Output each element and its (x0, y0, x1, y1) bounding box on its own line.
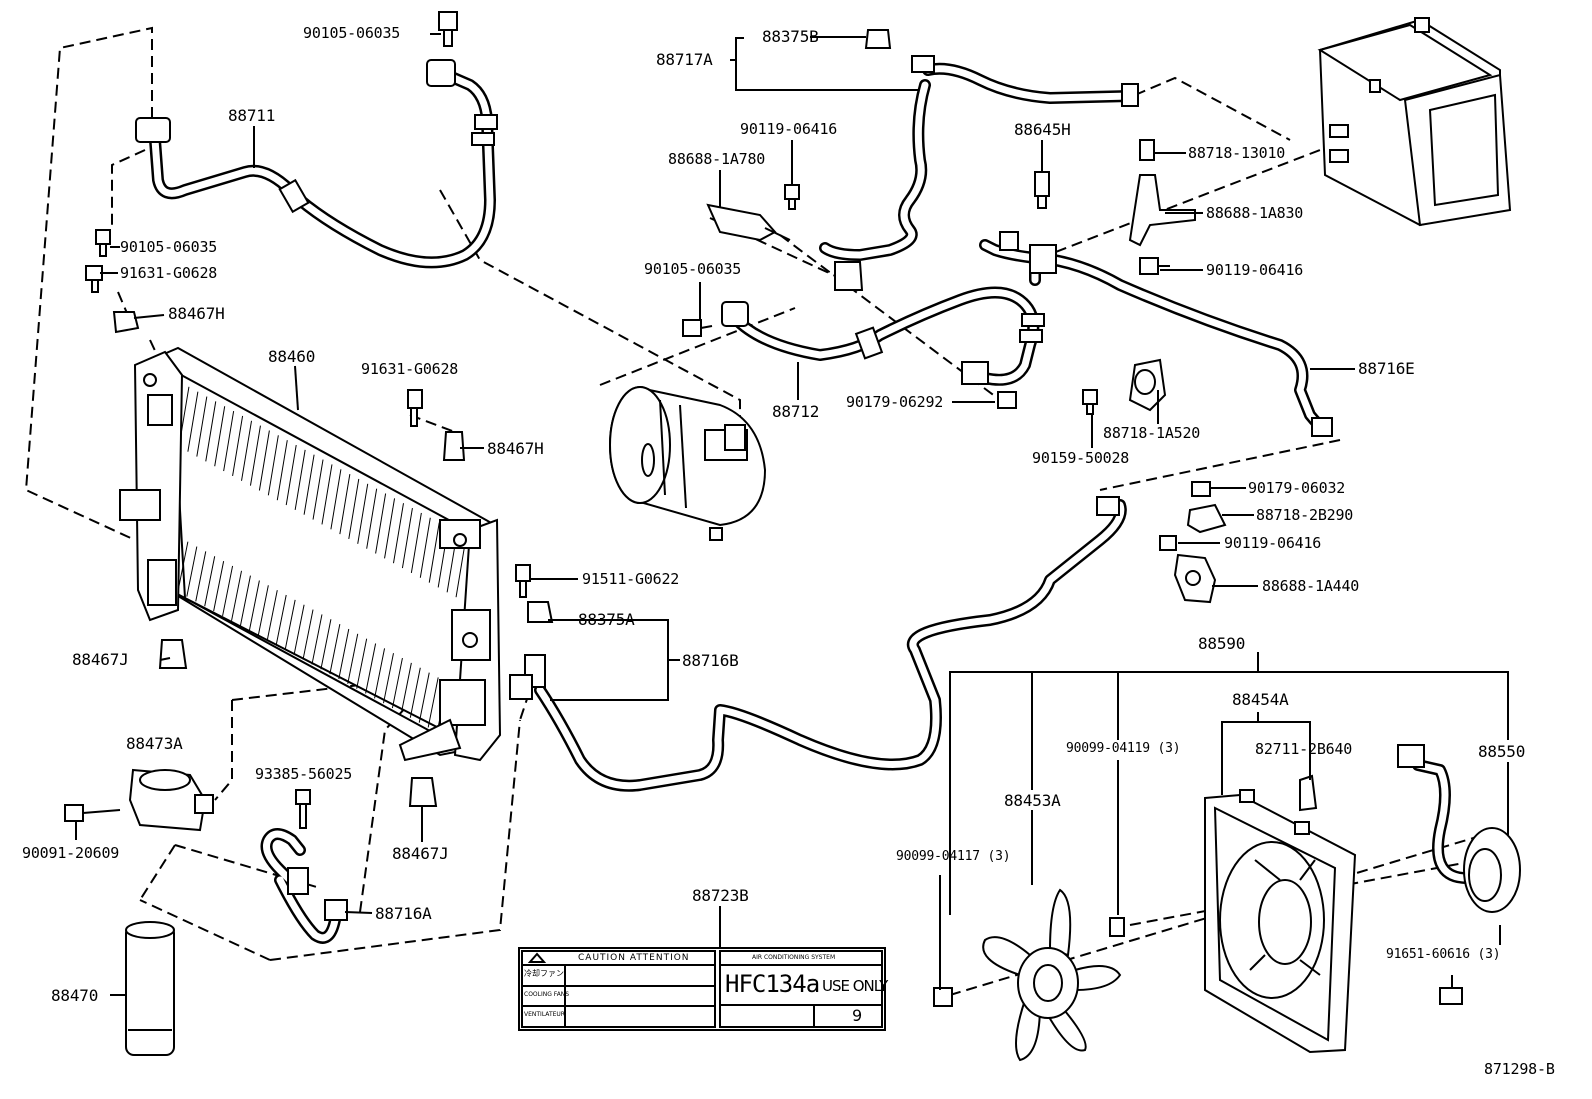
bracket-lines-88590 (949, 652, 1509, 915)
label-90091-20609: 90091-20609 (22, 844, 120, 862)
label-88467j-left: 88467J (72, 650, 129, 669)
receiver-dryer-88470 (125, 921, 175, 1056)
label-90099-04119: 90099-04119 (3) (1066, 741, 1181, 756)
label-88473a: 88473A (126, 734, 183, 753)
system-title: AIR CONDITIONING SYSTEM (752, 954, 836, 961)
pipe-88716e (979, 171, 1333, 437)
label-88718-1a520: 88718-1A520 (1103, 424, 1201, 442)
hose-88711 (135, 59, 498, 269)
clamps-center-right (1082, 358, 1227, 604)
hose-88712 (682, 286, 1045, 409)
caution-heading: CAUTION ATTENTION (578, 953, 690, 963)
pipe-88716a (260, 828, 348, 944)
caution-label-88723b (518, 947, 886, 1031)
label-90179-06292: 90179-06292 (846, 393, 944, 411)
condenser-88460 (119, 346, 502, 762)
leader-lines (75, 33, 1509, 996)
label-91511-g0622: 91511-G0622 (582, 570, 680, 588)
label-88550: 88550 (1478, 742, 1526, 761)
label-88712: 88712 (772, 402, 820, 421)
label-88460: 88460 (268, 347, 316, 366)
pipe-88717a (819, 29, 1139, 291)
label-88470: 88470 (51, 986, 99, 1005)
label-90179-06032: 90179-06032 (1248, 479, 1346, 497)
label-90159-50028: 90159-50028 (1032, 449, 1130, 467)
label-88718-13010: 88718-13010 (1188, 144, 1286, 162)
label-88717a: 88717A (656, 50, 713, 69)
fan-shroud-88454a (1204, 774, 1357, 1054)
use-only-text: USE ONLY (822, 977, 888, 995)
pipe-88716b (509, 496, 1127, 792)
caution-row-3: VENTILATEUR (524, 1011, 565, 1018)
label-88688-1a780: 88688-1A780 (668, 150, 766, 168)
label-88716b: 88716B (682, 651, 739, 670)
label-90105-06035-top: 90105-06035 (303, 24, 401, 42)
label-82711-2b640: 82711-2B640 (1255, 740, 1353, 758)
label-88688-1a830: 88688-1A830 (1206, 204, 1304, 222)
label-88688-1a440: 88688-1A440 (1262, 577, 1360, 595)
label-88645h: 88645H (1014, 120, 1071, 139)
label-90119-06416-b: 90119-06416 (1206, 261, 1304, 279)
label-88718-2b290: 88718-2B290 (1256, 506, 1354, 524)
label-91651-60616: 91651-60616 (3) (1386, 947, 1501, 962)
caution-row-1: 冷却ファン (524, 969, 564, 978)
bracket-88473a (64, 768, 214, 832)
label-88590: 88590 (1198, 634, 1246, 653)
label-91631-g0628-left: 91631-G0628 (120, 264, 218, 282)
fan-motor-88550 (1397, 744, 1521, 1005)
label-90105-06035-mid: 90105-06035 (644, 260, 742, 278)
label-88716a: 88716A (375, 904, 432, 923)
label-90099-04117: 90099-04117 (3) (896, 849, 1011, 864)
label-88723b: 88723B (692, 886, 749, 905)
caution-row-2: COOLING FANS (524, 991, 570, 998)
refrigerant-type: HFC134a (725, 970, 820, 998)
label-93385-56025: 93385-56025 (255, 765, 353, 783)
label-91631-g0628-mid: 91631-G0628 (361, 360, 459, 378)
label-90119-06416-c: 90119-06416 (1224, 534, 1322, 552)
label-90119-06416-a: 90119-06416 (740, 120, 838, 138)
label-number: 9 (852, 1006, 863, 1025)
diagram-code: 871298-B (1484, 1060, 1555, 1078)
label-88467h-left: 88467H (168, 304, 225, 323)
bracket-88688-1a780 (706, 184, 800, 242)
label-88467j-mid: 88467J (392, 844, 449, 863)
label-88716e: 88716E (1358, 359, 1415, 378)
label-90105-06035-left: 90105-06035 (120, 238, 218, 256)
label-88711: 88711 (228, 106, 276, 125)
label-88453a: 88453A (1004, 791, 1061, 810)
label-88375b: 88375B (762, 27, 819, 46)
ac-compressor (609, 386, 767, 541)
label-88467h-mid: 88467H (487, 439, 544, 458)
label-88375a: 88375A (578, 610, 635, 629)
label-88454a: 88454A (1232, 690, 1289, 709)
evaporator-unit (1128, 17, 1512, 275)
fan-blade-88453a (933, 888, 1125, 1062)
